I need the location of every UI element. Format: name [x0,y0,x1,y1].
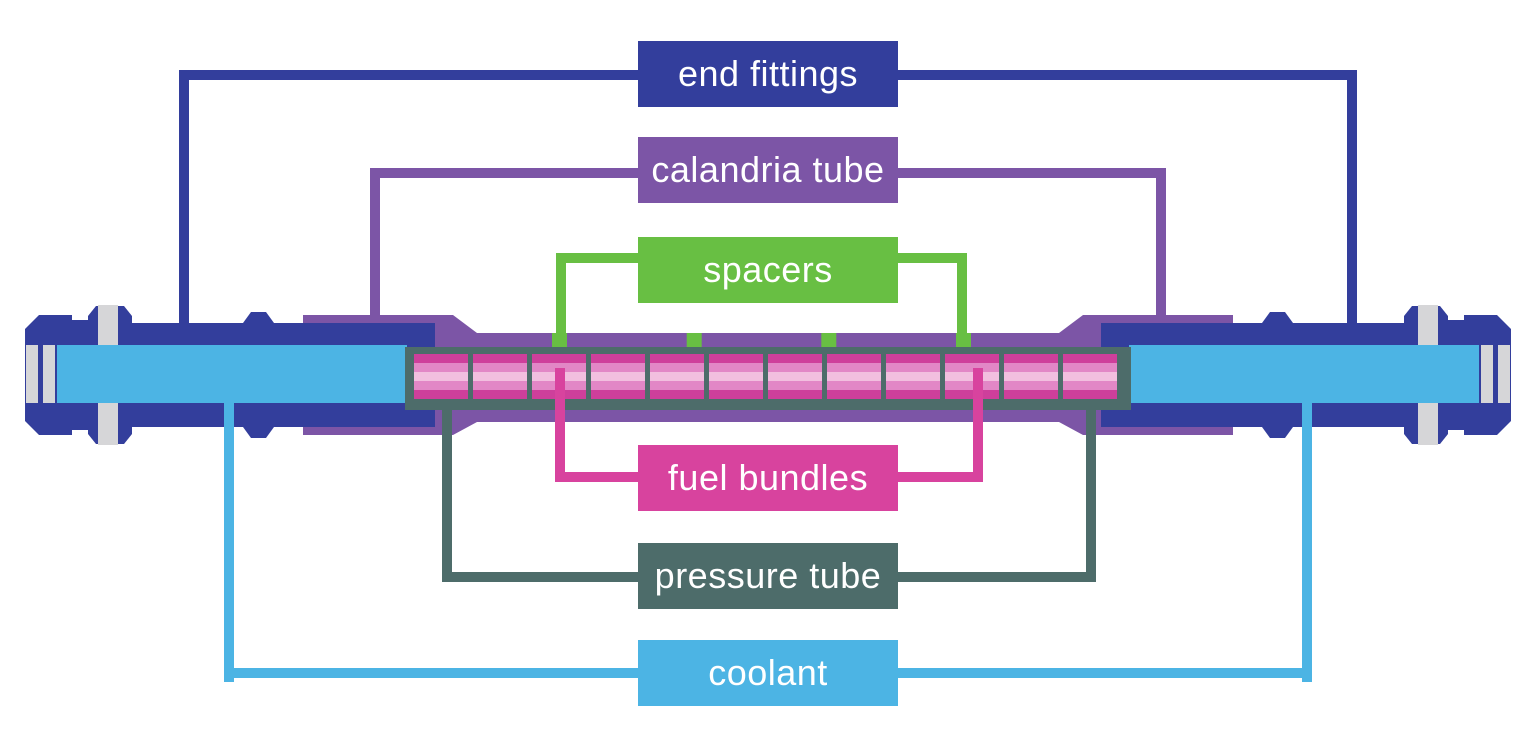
fuel-bundle [886,381,940,390]
fuel-bundle [473,390,527,399]
fuel-bundle [650,372,704,381]
fuel-bundle [414,381,468,390]
fuel-bundle [591,354,645,363]
fuel-bundle [473,354,527,363]
fuel-bundle [591,363,645,372]
fuel-bundle [650,390,704,399]
fuel-bundle [768,390,822,399]
label-end-fittings: end fittings [638,41,898,107]
spacer [821,333,837,347]
fuel-bundle [1063,390,1117,399]
fuel-bundle [1063,381,1117,390]
fuel-bundle [1004,363,1058,372]
coolant-tube [57,345,1479,403]
fuel-bundle [827,372,881,381]
fuel-bundle [650,381,704,390]
fuel-bundle [532,363,586,372]
fuel-bundle [532,354,586,363]
fuel-bundle [827,354,881,363]
label-fuel-bundles: fuel bundles [638,445,898,511]
fuel-bundle [650,354,704,363]
fuel-bundle [945,372,999,381]
fuel-bundle [709,354,763,363]
fuel-bundle [1004,354,1058,363]
fuel-bundle [886,372,940,381]
fuel-bundle [886,363,940,372]
fuel-bundle [1004,372,1058,381]
fuel-bundles-connector [555,368,983,482]
label-pressure-tube: pressure tube [638,543,898,609]
fuel-bundle [709,390,763,399]
fuel-bundle [1063,372,1117,381]
fuel-bundle [1004,381,1058,390]
spacer [686,333,702,347]
fuel-bundle [591,390,645,399]
fuel-bundle [414,363,468,372]
fuel-bundle [1063,363,1117,372]
fuel-bundle [473,363,527,372]
fuel-bundles-group [414,354,1117,399]
label-calandria-tube: calandria tube [638,137,898,203]
fuel-bundle [827,363,881,372]
fuel-bundle [1004,390,1058,399]
fuel-bundle [768,363,822,372]
fuel-bundle [1063,354,1117,363]
fuel-bundle [945,381,999,390]
fuel-bundle [709,363,763,372]
fuel-bundle [591,372,645,381]
fuel-bundle [414,390,468,399]
fuel-bundle [414,354,468,363]
coolant-connector [224,398,1312,682]
fuel-bundle [650,363,704,372]
fuel-bundle [945,354,999,363]
fuel-bundle [768,381,822,390]
spacers-group [552,333,971,347]
fuel-bundle [591,381,645,390]
spacer [552,333,567,347]
fuel-bundle [414,372,468,381]
fuel-bundle [945,390,999,399]
fuel-bundle [709,372,763,381]
fuel-bundle [473,381,527,390]
fuel-bundle [886,354,940,363]
spacer [956,333,971,347]
label-coolant: coolant [638,640,898,706]
fuel-bundle [768,354,822,363]
fuel-bundle [827,390,881,399]
fuel-bundle [768,372,822,381]
fuel-bundle [827,381,881,390]
fuel-bundle [945,363,999,372]
pressure-tube-connector [442,400,1096,582]
fuel-bundle [886,390,940,399]
fuel-bundle [473,372,527,381]
label-spacers: spacers [638,237,898,303]
fuel-bundle [709,381,763,390]
